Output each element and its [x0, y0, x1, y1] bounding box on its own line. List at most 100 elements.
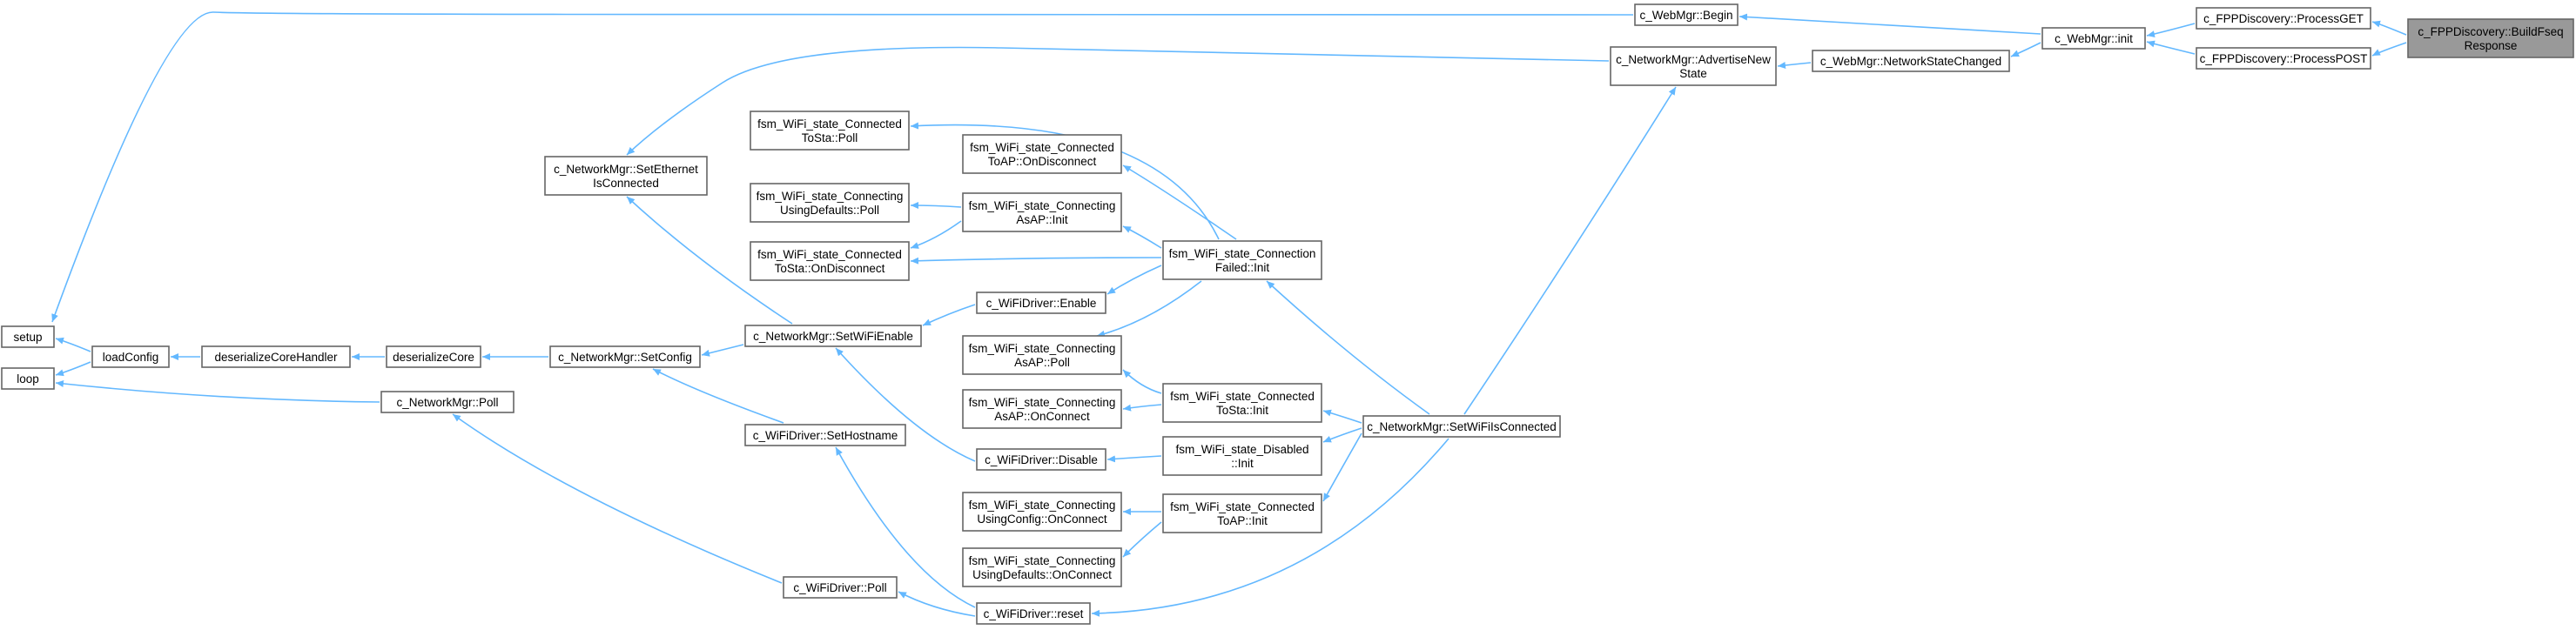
node-processget[interactable]: c_FPPDiscovery::ProcessGET [2196, 7, 2371, 30]
node-box [976, 602, 1091, 625]
node-tosta-ondisconnect[interactable]: fsm_WiFi_state_ConnectedToSta::OnDisconn… [750, 241, 910, 281]
node-box [976, 448, 1106, 471]
node-webmgr-init[interactable]: c_WebMgr::init [2041, 27, 2146, 50]
node-box [962, 389, 1122, 429]
node-label-line: c_WebMgr::Begin [1639, 9, 1732, 22]
edge-connfailed_init-to-asap_init [1122, 225, 1162, 249]
node-box [1362, 415, 1561, 438]
node-label-line: c_WiFiDriver::SetHostname [753, 429, 898, 442]
node-box [1634, 3, 1739, 26]
node-loop[interactable]: loop [1, 367, 55, 390]
edge-processget-to-webmgr_init [2146, 23, 2196, 38]
node-label-line: fsm_WiFi_state_Connected [1170, 500, 1315, 513]
node-wifidriver-enable[interactable]: c_WiFiDriver::Enable [976, 292, 1106, 314]
edge-asap_init-to-tosta_ondisconnect [910, 220, 962, 249]
edge-loadconfig-to-setup [55, 337, 91, 352]
node-usingdefaults-onconnect[interactable]: fsm_WiFi_state_ConnectingUsingDefaults::… [962, 547, 1122, 587]
edge-loadconfig-to-loop [55, 361, 91, 377]
node-label-line: fsm_WiFi_state_Connecting [969, 199, 1116, 212]
edge-setwifiisconnected-to-tosta_init [1322, 409, 1362, 424]
node-sethostname[interactable]: c_WiFiDriver::SetHostname [744, 424, 906, 446]
node-label-line: AsAP::OnConnect [994, 410, 1090, 423]
edge-advertise-to-setwifiisconnected [1463, 86, 1677, 415]
node-setwifienable[interactable]: c_NetworkMgr::SetWiFiEnable [744, 325, 922, 347]
node-setconfig[interactable]: c_NetworkMgr::SetConfig [549, 345, 701, 368]
node-label-line: Response [2465, 39, 2518, 52]
edge-setwifiisconnected-to-connfailed_init [1266, 280, 1430, 415]
node-processpost[interactable]: c_FPPDiscovery::ProcessPOST [2196, 47, 2371, 70]
node-label-line: fsm_WiFi_state_Connecting [757, 190, 904, 203]
edge-wifidriver_reset-to-wifidriver_poll [898, 591, 976, 617]
node-label-line: c_WiFiDriver::Poll [793, 581, 886, 594]
node-label-line: ToSta::Init [1216, 404, 1268, 417]
node-label-line: loop [17, 372, 39, 385]
node-box [1610, 46, 1777, 86]
node-wifidriver-poll[interactable]: c_WiFiDriver::Poll [783, 576, 898, 599]
edge-netstatechanged-to-advertise [1777, 62, 1812, 69]
edge-wifidriver_disable-to-setwifienable [835, 347, 976, 462]
edge-advertise-to-setethernet [626, 46, 1610, 156]
node-box [962, 192, 1122, 232]
node-box [962, 547, 1122, 587]
node-netstatechanged[interactable]: c_WebMgr::NetworkStateChanged [1812, 50, 2010, 72]
edge-root-to-processpost [2371, 42, 2407, 57]
node-label-line: c_FPPDiscovery::ProcessGET [2203, 12, 2364, 25]
edge-sethostname-to-setconfig [652, 368, 784, 424]
edge-setwifienable-to-setethernet [626, 196, 793, 325]
node-box [750, 241, 910, 281]
node-label-line: IsConnected [593, 177, 659, 190]
node-box [2196, 7, 2371, 30]
node-wifidriver-disable[interactable]: c_WiFiDriver::Disable [976, 448, 1106, 471]
node-usingdefaults-poll[interactable]: fsm_WiFi_state_ConnectingUsingDefaults::… [750, 183, 910, 223]
node-wifidriver-reset[interactable]: c_WiFiDriver::reset [976, 602, 1091, 625]
node-label-line: ::Init [1231, 457, 1254, 470]
node-setup[interactable]: setup [1, 325, 55, 348]
node-label-line: c_WiFiDriver::Enable [986, 297, 1097, 310]
node-label-line: ToAP::Init [1217, 514, 1268, 527]
edge-webmgr_begin-to-setup [51, 11, 1634, 323]
node-label-line: AsAP::Init [1016, 213, 1068, 226]
node-toap-ondisconnect[interactable]: fsm_WiFi_state_ConnectedToAP::OnDisconne… [962, 134, 1122, 174]
node-box [201, 345, 351, 368]
node-disabled-init[interactable]: fsm_WiFi_state_Disabled::Init [1162, 436, 1322, 476]
edge-setwifienable-to-setconfig [701, 344, 744, 357]
edge-tosta_init-to-asap_poll [1122, 369, 1162, 394]
edge-wifidriver_enable-to-setwifienable [922, 304, 976, 326]
node-webmgr-begin[interactable]: c_WebMgr::Begin [1634, 3, 1739, 26]
edge-connfailed_init-to-asap_poll [1096, 280, 1202, 338]
node-box [976, 292, 1106, 314]
node-label-line: c_NetworkMgr::Poll [396, 396, 498, 409]
node-box [1162, 436, 1322, 476]
edge-connfailed_init-to-tosta_ondisconnect [910, 257, 1162, 265]
node-deserializecore[interactable]: deserializeCore [386, 345, 481, 368]
node-loadconfig[interactable]: loadConfig [91, 345, 170, 368]
edge-tosta_init-to-asap_onconnect [1122, 404, 1162, 412]
node-networkmgr-poll[interactable]: c_NetworkMgr::Poll [380, 391, 515, 413]
node-label-line: c_NetworkMgr::SetWiFiEnable [753, 330, 913, 343]
node-label-line: c_NetworkMgr::SetEthernet [554, 163, 698, 176]
node-box [2041, 27, 2146, 50]
node-box [1812, 50, 2010, 72]
node-label-line: c_FPPDiscovery::ProcessPOST [2200, 52, 2368, 65]
node-label-line: c_FPPDiscovery::BuildFseq [2418, 25, 2563, 38]
nodes-layer: c_FPPDiscovery::BuildFseqResponsec_FPPDi… [1, 3, 2574, 625]
node-usingconfig-onconnect[interactable]: fsm_WiFi_state_ConnectingUsingConfig::On… [962, 492, 1122, 532]
edge-connfailed_init-to-wifidriver_enable [1106, 265, 1162, 295]
node-label-line: ToSta::Poll [802, 131, 858, 144]
node-box [962, 335, 1122, 375]
node-label-line: fsm_WiFi_state_Connected [757, 117, 902, 131]
node-setwifiisconnected[interactable]: c_NetworkMgr::SetWiFiIsConnected [1362, 415, 1561, 438]
node-deserializecorehandler[interactable]: deserializeCoreHandler [201, 345, 351, 368]
edge-webmgr_init-to-webmgr_begin [1739, 13, 2041, 35]
